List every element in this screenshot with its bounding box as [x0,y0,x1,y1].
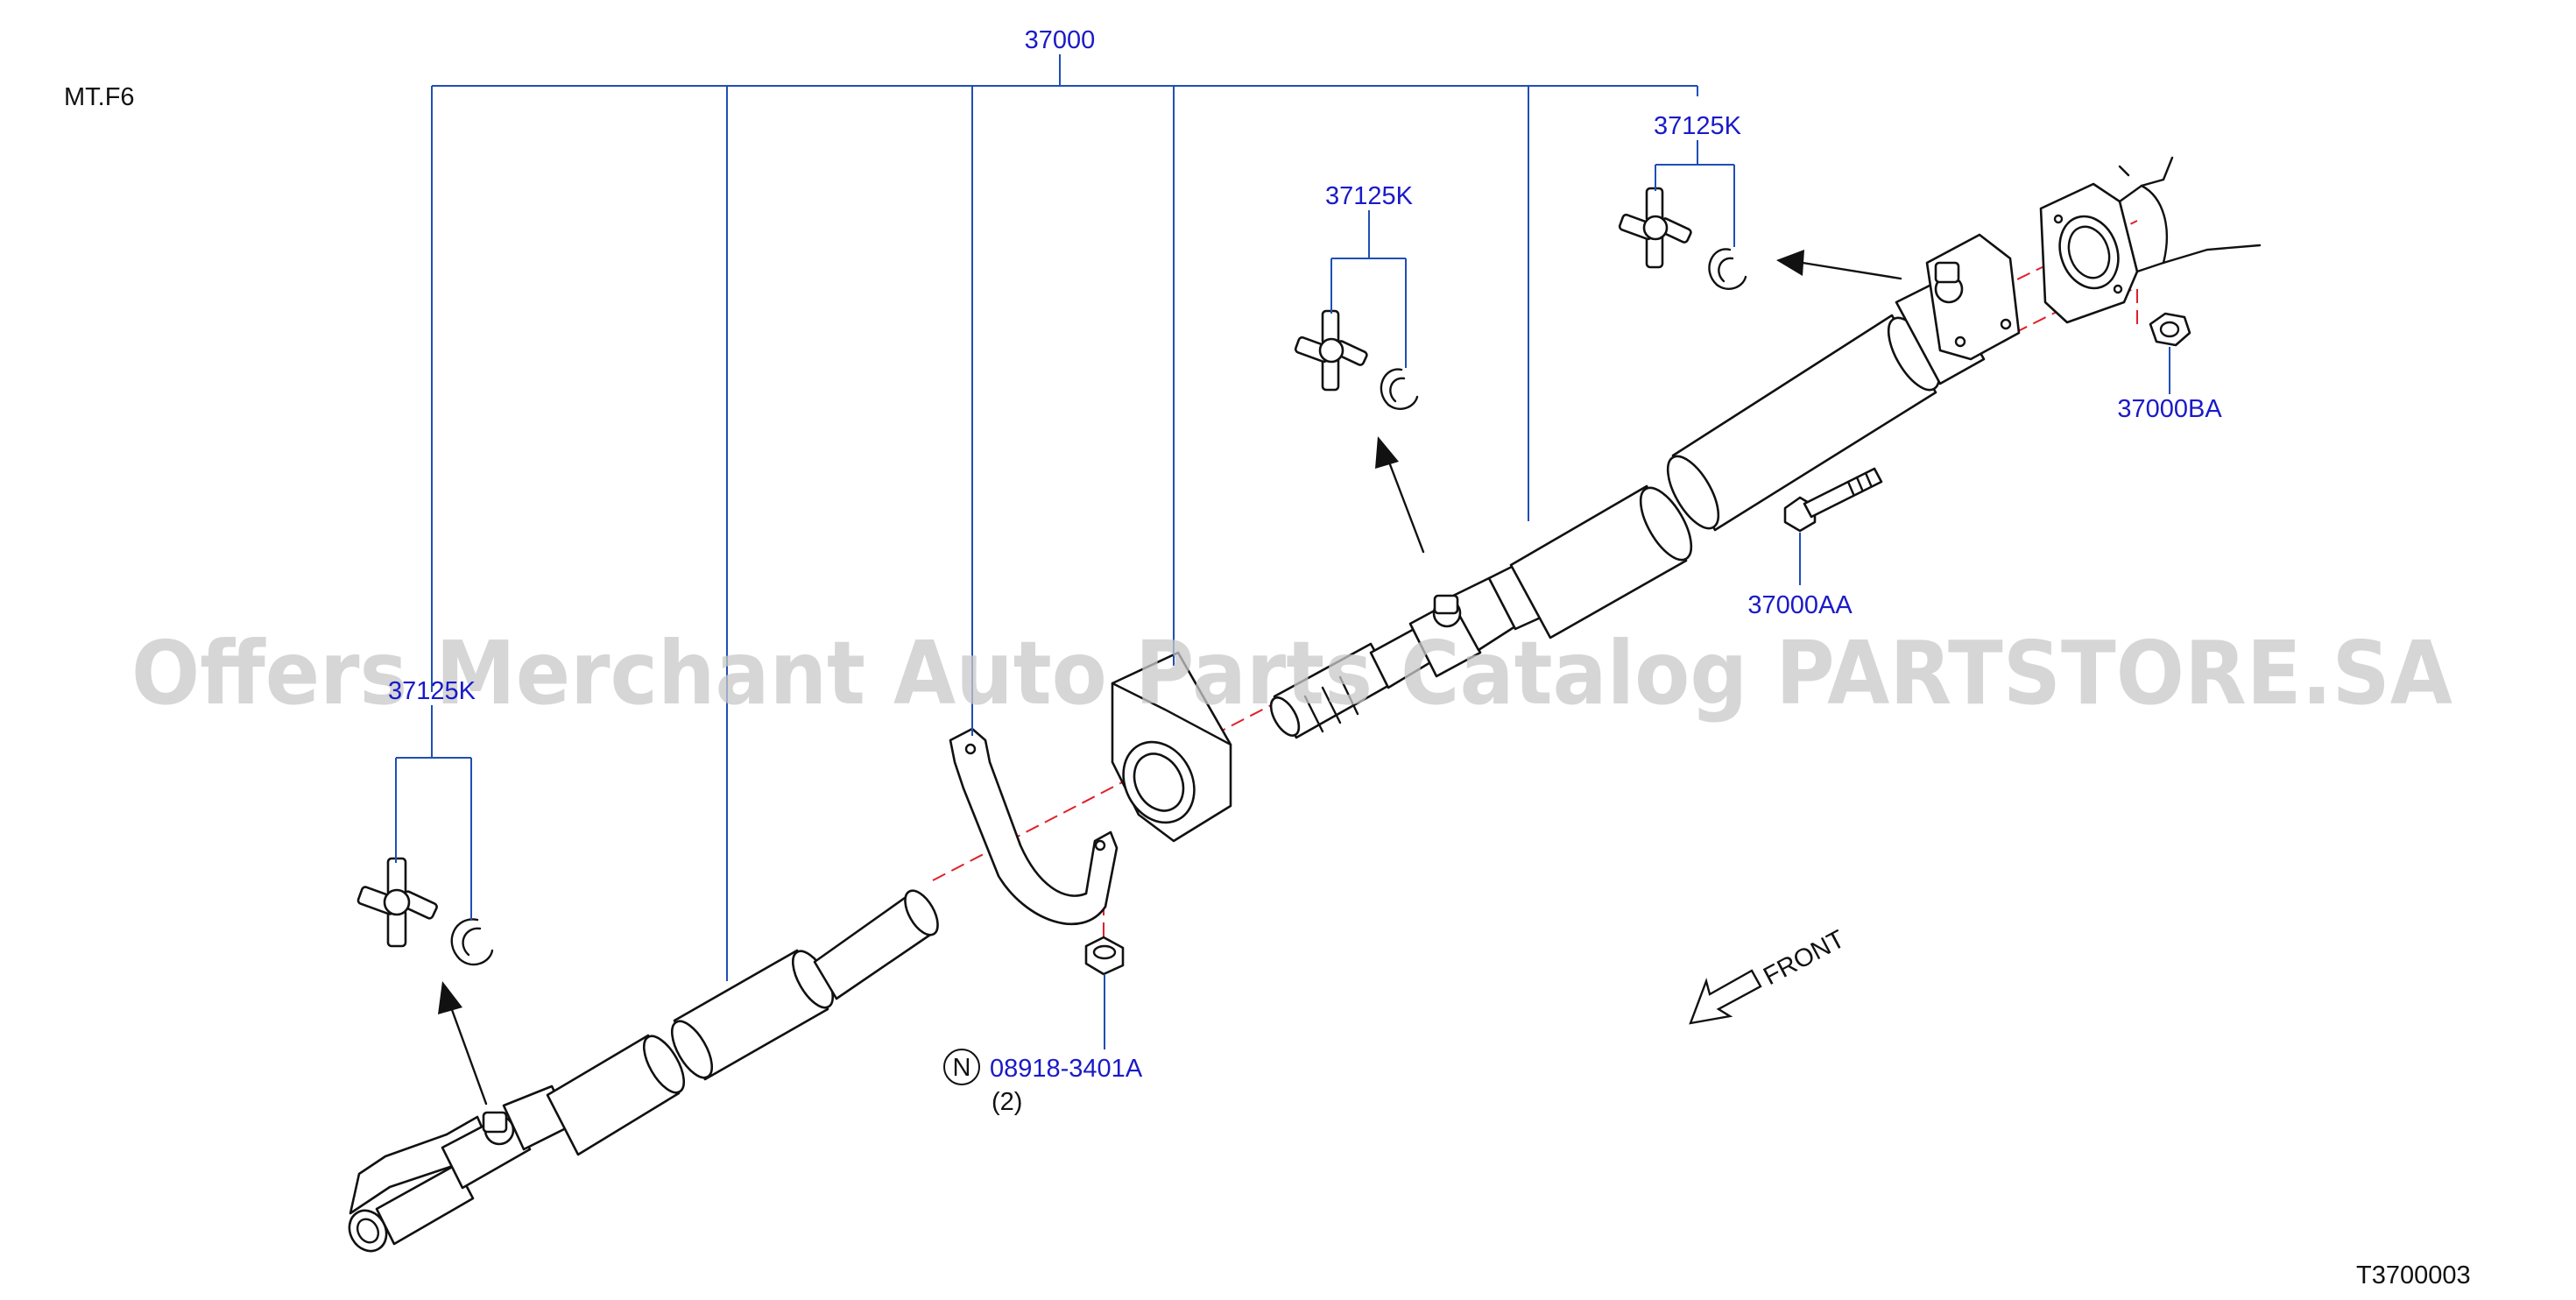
bracket-nut [1084,936,1125,976]
rear-propeller-shaft [348,889,939,1253]
snap-ring-right [1708,248,1747,290]
callout-37125k-mid[interactable]: 37125K [1325,182,1414,210]
companion-flange [2039,156,2262,324]
explode-arrows [438,250,1902,1106]
snap-ring-mid [1380,368,1419,410]
journal-kit-left [356,857,438,948]
journal-kit-right [1618,187,1692,269]
callout-37125k-left[interactable]: 37125K [388,677,476,705]
leader-lines [395,54,2170,1049]
figure-id: T3700003 [2356,1261,2471,1289]
front-propeller-shaft [1269,233,2021,739]
callout-08918-3401a[interactable]: 08918-3401A [990,1055,1143,1083]
center-bearing [1111,651,1232,843]
new-part-badge [943,1049,980,1085]
model-code: MT.F6 [64,83,135,111]
callout-37000[interactable]: 37000 [1025,26,1096,54]
center-bearing-bracket [949,727,1119,926]
flange-nut [2149,312,2191,347]
callout-08918-3401a-group[interactable]: N 08918-3401A (2) [943,1049,1143,1116]
callout-08918-3401a-qty: (2) [992,1088,1022,1116]
front-label: FRONT [1759,925,1849,991]
flange-bolt [1783,467,1883,533]
watermark-text: Offers Merchant Auto Parts Catalog PARTS… [131,622,2452,724]
callout-37000ba[interactable]: 37000BA [2117,395,2222,423]
callout-37125k-right[interactable]: 37125K [1654,112,1742,140]
snap-ring-left [450,918,494,966]
front-direction-indicator: FRONT [1689,925,1850,1025]
callout-37000aa[interactable]: 37000AA [1747,591,1853,619]
new-part-badge-letter: N [953,1054,971,1082]
journal-kit-mid [1294,309,1368,392]
